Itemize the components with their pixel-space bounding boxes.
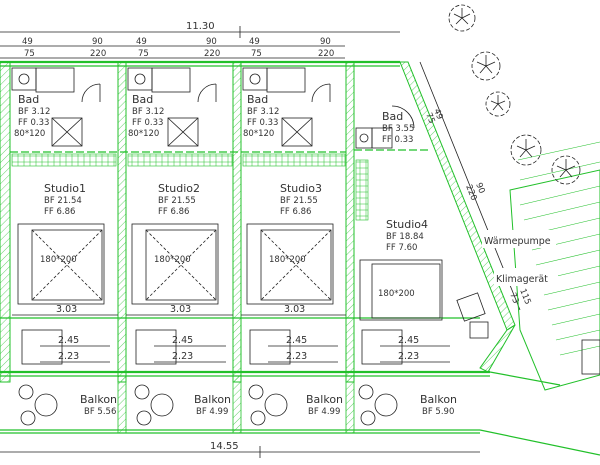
svg-text:180*200: 180*200: [269, 255, 306, 265]
svg-text:Studio2: Studio2: [158, 182, 200, 195]
svg-text:75: 75: [138, 49, 149, 59]
svg-text:90: 90: [206, 37, 217, 47]
svg-text:BF 3.12: BF 3.12: [18, 107, 50, 117]
bathroom-4: Bad BF 3.55 FF 0.33: [382, 110, 414, 145]
balcony-label: Balkon: [80, 393, 117, 406]
svg-text:90: 90: [320, 37, 331, 47]
svg-text:49: 49: [22, 37, 33, 47]
svg-text:75: 75: [24, 49, 35, 59]
studio-1: Studio1 BF 21.54 FF 6.86 180*200: [17, 182, 105, 305]
balcony-1: Balkon BF 5.56: [18, 384, 117, 426]
tree-icon: [471, 51, 501, 81]
svg-text:BF 4.99: BF 4.99: [308, 407, 340, 417]
svg-text:Bad: Bad: [382, 110, 403, 123]
svg-text:BF 21.55: BF 21.55: [158, 196, 196, 206]
svg-text:2.45: 2.45: [172, 335, 193, 346]
wardrobes: [11, 153, 369, 221]
trees: [448, 4, 581, 185]
svg-text:BF 21.54: BF 21.54: [44, 196, 82, 206]
studio-2: Studio2 BF 21.55 FF 6.86 180*200: [131, 182, 219, 305]
svg-text:180*200: 180*200: [378, 289, 415, 299]
equipment-labels: Wärmepumpe Klimagerät: [482, 230, 558, 286]
room-width-dimensions: 3.03 3.03 3.03: [12, 304, 346, 316]
svg-text:49: 49: [249, 37, 260, 47]
studio-label: Studio1: [44, 182, 86, 195]
svg-text:80*120: 80*120: [243, 129, 274, 139]
bathroom-label: Bad: [18, 93, 39, 106]
svg-text:3.03: 3.03: [170, 304, 191, 315]
tree-icon: [448, 4, 476, 32]
svg-text:2.45: 2.45: [58, 335, 79, 346]
svg-text:BF 21.55: BF 21.55: [280, 196, 318, 206]
door-dimensions: 49 75 90 220 49 75 90 220 49 75 90 220: [0, 37, 345, 59]
svg-text:220: 220: [318, 49, 334, 59]
svg-text:BF 5.90: BF 5.90: [422, 407, 454, 417]
svg-text:2.23: 2.23: [58, 351, 79, 362]
svg-text:Studio3: Studio3: [280, 182, 322, 195]
svg-text:90: 90: [473, 181, 486, 195]
svg-text:FF 0.33: FF 0.33: [382, 135, 413, 145]
bottom-total-dimension: 14.55: [210, 441, 239, 452]
tree-icon: [485, 91, 511, 117]
svg-text:Bad: Bad: [132, 93, 153, 106]
svg-text:BF 18.84: BF 18.84: [386, 232, 424, 242]
exterior-stair: [509, 141, 600, 391]
svg-text:90: 90: [92, 37, 103, 47]
svg-text:2.23: 2.23: [286, 351, 307, 362]
svg-text:BF 3.55: BF 3.55: [382, 124, 414, 134]
svg-text:Bad: Bad: [247, 93, 268, 106]
heat-pump-label: Wärmepumpe: [484, 236, 551, 247]
svg-text:75: 75: [251, 49, 262, 59]
svg-text:FF 6.86: FF 6.86: [280, 207, 311, 217]
ac-unit-label: Klimagerät: [496, 274, 548, 285]
svg-text:49: 49: [136, 37, 147, 47]
studio-4: Studio4 BF 18.84 FF 7.60 180*200: [359, 218, 443, 321]
svg-text:FF 6.86: FF 6.86: [158, 207, 189, 217]
svg-text:BF 5.56: BF 5.56: [84, 407, 116, 417]
svg-text:Balkon: Balkon: [194, 393, 231, 406]
svg-text:75: 75: [423, 111, 436, 125]
svg-text:FF 0.33: FF 0.33: [247, 118, 278, 128]
tree-icon: [551, 155, 581, 185]
bathroom-2: Bad BF 3.12 FF 0.33 80*120: [128, 93, 164, 139]
svg-text:2.45: 2.45: [286, 335, 307, 346]
svg-text:2.23: 2.23: [398, 351, 419, 362]
svg-text:FF 7.60: FF 7.60: [386, 243, 417, 253]
svg-text:220: 220: [90, 49, 106, 59]
svg-text:2.23: 2.23: [172, 351, 193, 362]
bathroom-3: Bad BF 3.12 FF 0.33 80*120: [243, 93, 279, 139]
svg-text:2.45: 2.45: [398, 335, 419, 346]
svg-text:180*200: 180*200: [154, 255, 191, 265]
svg-text:Balkon: Balkon: [420, 393, 457, 406]
tree-icon: [510, 134, 542, 166]
balcony-3: Balkon BF 4.99: [248, 384, 343, 426]
svg-text:BF 4.99: BF 4.99: [196, 407, 228, 417]
svg-text:FF 0.33: FF 0.33: [18, 118, 49, 128]
bed-size: 180*200: [40, 255, 77, 265]
bathroom-1: Bad BF 3.12 FF 0.33 80*120: [14, 93, 50, 139]
svg-text:3.03: 3.03: [56, 304, 77, 315]
bottom-dimension: 14.55: [0, 441, 480, 458]
svg-text:FF 6.86: FF 6.86: [44, 207, 75, 217]
shower-size: 80*120: [14, 129, 45, 139]
balcony-doors: 2.45 2.23 2.45 2.23 2.45 2.23 2.45 2.23: [21, 292, 489, 365]
svg-text:BF 3.12: BF 3.12: [132, 107, 164, 117]
svg-text:BF 3.12: BF 3.12: [247, 107, 279, 117]
top-dimension: 11.30: [0, 21, 400, 38]
svg-text:220: 220: [204, 49, 220, 59]
svg-text:Balkon: Balkon: [306, 393, 343, 406]
top-total-dimension: 11.30: [186, 21, 215, 32]
svg-text:3.03: 3.03: [284, 304, 305, 315]
svg-text:49: 49: [431, 107, 444, 121]
svg-text:FF 0.33: FF 0.33: [132, 118, 163, 128]
svg-text:Studio4: Studio4: [386, 218, 428, 231]
bathroom-fixtures: [11, 67, 415, 149]
building-walls: [0, 60, 600, 456]
studio-3: Studio3 BF 21.55 FF 6.86 180*200: [246, 182, 334, 305]
balcony-2: Balkon BF 4.99: [134, 384, 231, 426]
balcony-4: Balkon BF 5.90: [358, 384, 457, 426]
svg-text:80*120: 80*120: [128, 129, 159, 139]
